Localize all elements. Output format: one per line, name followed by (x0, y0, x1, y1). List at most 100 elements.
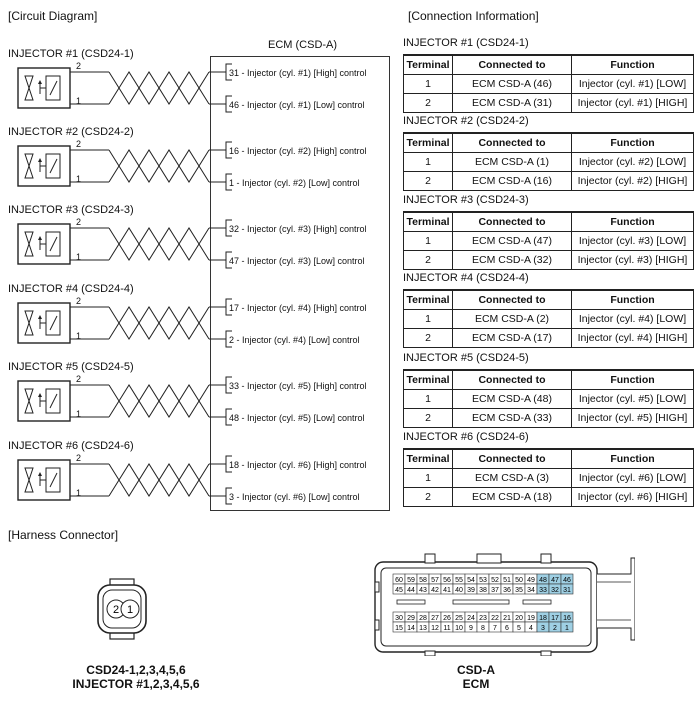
csd-a-pin-number: 47 (551, 577, 559, 584)
csd-a-pin-number: 8 (481, 625, 485, 632)
table-cell: Injector (cyl. #5) [LOW] (571, 389, 694, 409)
csd-a-pin-number: 59 (407, 577, 415, 584)
injector-coil-icon (24, 153, 61, 179)
table-cell: Injector (cyl. #1) [HIGH] (571, 93, 694, 113)
table-cell: Injector (cyl. #2) [HIGH] (571, 171, 694, 191)
table-cell: 1 (403, 389, 453, 409)
injector-label: INJECTOR #3 (CSD24-3) (8, 204, 134, 216)
table-cell: ECM CSD-A (31) (452, 93, 572, 113)
table-cell: Injector (cyl. #2) [LOW] (571, 152, 694, 172)
csd-a-pin-number: 38 (479, 587, 487, 594)
injector-label: INJECTOR #5 (CSD24-5) (8, 361, 134, 373)
table-header: Connected to (452, 289, 572, 310)
csd-a-pin-number: 41 (443, 587, 451, 594)
table-cell: ECM CSD-A (16) (452, 171, 572, 191)
ecm-pin-low-label: 46 - Injector (cyl. #1) [Low] control (229, 100, 365, 110)
ecm-pin-high-label: 18 - Injector (cyl. #6) [High] control (229, 460, 367, 470)
table-cell: Injector (cyl. #6) [LOW] (571, 468, 694, 488)
table-header: Terminal (403, 132, 453, 153)
pin-number-high: 2 (76, 139, 82, 149)
csd-a-pin-number: 34 (527, 587, 535, 594)
csd-a-pin-number: 14 (407, 625, 415, 632)
connection-info-title: [Connection Information] (408, 9, 539, 23)
table-cell: ECM CSD-A (3) (452, 468, 572, 488)
csd-a-pin-number: 60 (395, 577, 403, 584)
table-cell: Injector (cyl. #3) [HIGH] (571, 250, 694, 270)
ecm-pin-high-label: 32 - Injector (cyl. #3) [High] control (229, 224, 367, 234)
table-cell: 2 (403, 328, 453, 348)
csd-a-pin-number: 49 (527, 577, 535, 584)
table-cell: 1 (403, 309, 453, 329)
csd-a-pin-number: 37 (491, 587, 499, 594)
csd-a-pin-number: 11 (443, 625, 450, 632)
pin-number-low: 1 (76, 96, 82, 106)
pin-number-high: 2 (76, 296, 82, 306)
table-cell: ECM CSD-A (32) (452, 250, 572, 270)
table-cell: ECM CSD-A (33) (452, 408, 572, 428)
csd-a-pin-number: 7 (493, 625, 497, 632)
csd-a-pin-number: 55 (455, 577, 463, 584)
table-header: Function (571, 369, 694, 390)
table-title: INJECTOR #6 (CSD24-6) (403, 431, 529, 443)
table-title: INJECTOR #1 (CSD24-1) (403, 37, 529, 49)
csd-a-caption-line2: ECM (462, 677, 490, 691)
injector-coil-icon (24, 231, 61, 257)
table-cell: Injector (cyl. #1) [LOW] (571, 74, 694, 94)
csd-a-pin-number: 51 (503, 577, 511, 584)
injector-label: INJECTOR #4 (CSD24-4) (8, 283, 134, 295)
table-cell: Injector (cyl. #6) [HIGH] (571, 487, 694, 507)
table-header: Function (571, 289, 694, 310)
injector-wiring (17, 376, 232, 426)
table-header: Function (571, 448, 694, 469)
csd-a-pin-number: 10 (455, 625, 463, 632)
csd24-caption-line1: CSD24-1,2,3,4,5,6 (86, 663, 186, 677)
injector-wiring (17, 455, 232, 505)
table-cell: 1 (403, 152, 453, 172)
table-cell: 2 (403, 487, 453, 507)
injector-wiring (17, 298, 232, 348)
pin-number-low: 1 (76, 331, 82, 341)
csd-a-pin-number: 54 (467, 577, 475, 584)
csd-a-pin-number: 32 (551, 587, 559, 594)
csd-a-pin-number: 17 (551, 615, 559, 622)
table-cell: Injector (cyl. #5) [HIGH] (571, 408, 694, 428)
table-header: Function (571, 54, 694, 75)
table-cell: ECM CSD-A (46) (452, 74, 572, 94)
table-header: Function (571, 211, 694, 232)
ecm-pin-low-label: 48 - Injector (cyl. #5) [Low] control (229, 413, 365, 423)
table-cell: ECM CSD-A (47) (452, 231, 572, 251)
harness-connector-title: [Harness Connector] (8, 528, 119, 542)
csd-a-pin-number: 16 (563, 615, 571, 622)
csd-a-pin-number: 29 (407, 615, 415, 622)
table-title: INJECTOR #4 (CSD24-4) (403, 272, 529, 284)
csd-a-pin-number: 48 (539, 577, 547, 584)
csd-a-pin-number: 43 (419, 587, 427, 594)
table-cell: Injector (cyl. #4) [LOW] (571, 309, 694, 329)
table-title: INJECTOR #2 (CSD24-2) (403, 115, 529, 127)
table-cell: 2 (403, 171, 453, 191)
csd-a-pin-number: 44 (407, 587, 415, 594)
ecm-pin-low-label: 47 - Injector (cyl. #3) [Low] control (229, 256, 365, 266)
ecm-pin-low-label: 1 - Injector (cyl. #2) [Low] control (229, 178, 360, 188)
csd24-connector-drawing: 2 1 (97, 578, 147, 640)
table-header: Connected to (452, 54, 572, 75)
csd-a-pin-number: 28 (419, 615, 427, 622)
ecm-pin-high-label: 16 - Injector (cyl. #2) [High] control (229, 146, 367, 156)
csd-a-pin-number: 20 (515, 615, 523, 622)
table-cell: 2 (403, 93, 453, 113)
table-cell: Injector (cyl. #3) [LOW] (571, 231, 694, 251)
pin-number-low: 1 (76, 409, 82, 419)
table-header: Terminal (403, 369, 453, 390)
table-cell: Injector (cyl. #4) [HIGH] (571, 328, 694, 348)
csd-a-pin-number: 24 (467, 615, 475, 622)
csd-a-pin-number: 26 (443, 615, 451, 622)
table-cell: ECM CSD-A (1) (452, 152, 572, 172)
csd-a-pin-number: 2 (553, 625, 557, 632)
